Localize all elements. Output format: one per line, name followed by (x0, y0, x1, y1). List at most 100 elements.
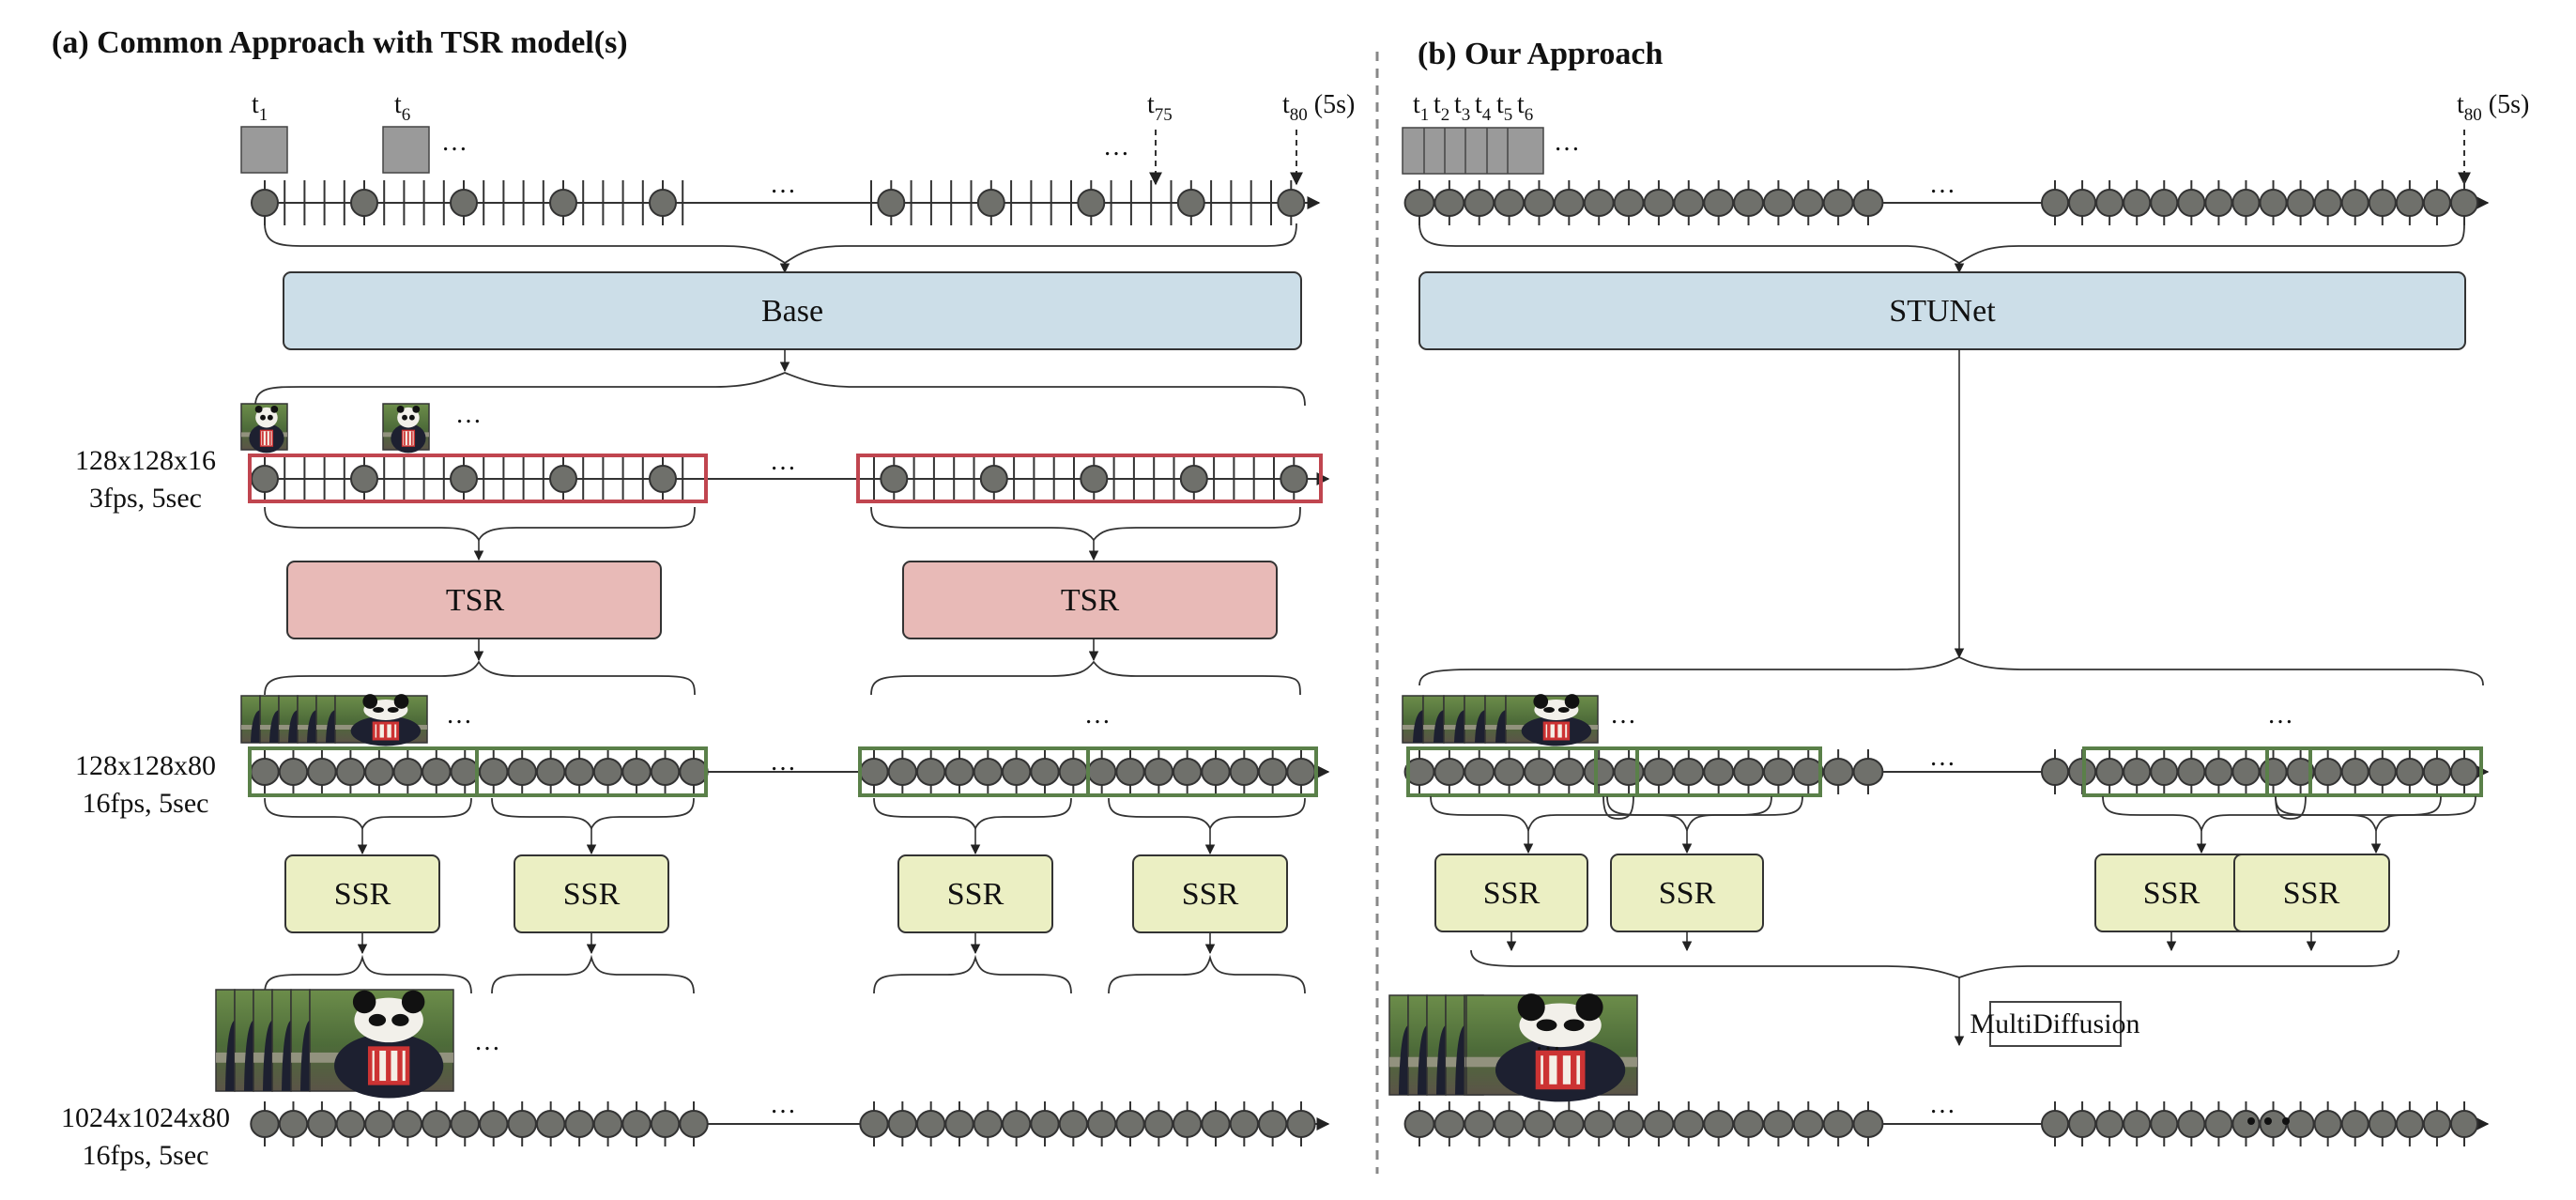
frame-node (2259, 1110, 2288, 1138)
popcorn-stripe (1571, 1054, 1577, 1085)
frame-node (535, 758, 566, 786)
panda-body-partial (1399, 1024, 1408, 1095)
frame-node (1403, 189, 1435, 217)
panda-body-partial (1495, 710, 1506, 743)
ssr-window-b-4 (2308, 746, 2483, 797)
frame-node (1583, 189, 1615, 217)
fence (1408, 1056, 1427, 1068)
panda-body-partial (1434, 710, 1444, 743)
frame-node (2286, 189, 2315, 217)
frame-node (2123, 758, 2152, 786)
ellipsis-timeline-top-right: … (1103, 132, 1129, 162)
frame-node (592, 1110, 623, 1138)
frame-node (564, 1110, 594, 1138)
ssr-label-b-2: SSR (1659, 876, 1716, 911)
ssr-box-a-4: SSR (1132, 854, 1288, 933)
frame-node (859, 1110, 889, 1138)
frame-node (1002, 758, 1032, 786)
brace-to-tsr-1 (264, 506, 696, 542)
frame-node (2368, 758, 2397, 786)
ellipsis-row2-frames-right: … (1084, 700, 1111, 730)
frame-node (1494, 1110, 1526, 1138)
ssr-label-b-1: SSR (1483, 876, 1541, 911)
frame-node (2422, 758, 2451, 786)
ellipsis-b-row2-frames: … (1610, 700, 1636, 730)
frame-node (1173, 758, 1203, 786)
panda-body-partial (251, 710, 260, 743)
frame-node (422, 1110, 452, 1138)
ellipsis-b-timeline-top: … (1929, 170, 1955, 199)
frame-node (2286, 1110, 2315, 1138)
frame-node (1030, 1110, 1060, 1138)
frame-node (450, 189, 478, 217)
ellipsis-b-row3-frames: … (1535, 1027, 1561, 1056)
panda-body-partial (1455, 1024, 1464, 1095)
base-model-box (283, 271, 1302, 350)
frame-node (2231, 1110, 2261, 1138)
popcorn-stripe (397, 1050, 403, 1082)
frame-node (2449, 1110, 2479, 1138)
frame-node (2150, 758, 2179, 786)
frame-node (1434, 189, 1465, 217)
frame-node (1434, 758, 1465, 786)
frame-node (2395, 189, 2424, 217)
frame-node (976, 189, 1005, 217)
frame-node (2422, 1110, 2451, 1138)
timeline-128x128x16 (251, 457, 1330, 500)
panda-ear (254, 405, 263, 413)
frame-node (251, 189, 279, 217)
popcorn-stripe (406, 431, 409, 446)
frame-node (1143, 758, 1174, 786)
timeline-b-row2 (1403, 749, 2490, 794)
popcorn-stripe (1554, 724, 1558, 738)
brace-to-ssr-b (2102, 795, 2442, 833)
brace-from-tsr-1 (264, 660, 696, 696)
time-label-t1: t1 (252, 90, 268, 125)
fence (1446, 1056, 1464, 1068)
frame-node (2123, 1110, 2152, 1138)
frame-node (1553, 189, 1585, 217)
row2-resolution: 128x128x80 (75, 750, 216, 781)
multidiffusion-label: MultiDiffusion (1970, 1008, 2139, 1039)
frame-node (251, 465, 279, 493)
tsr-box-2 (902, 561, 1278, 639)
frame-node (887, 758, 917, 786)
frame-node (535, 1110, 566, 1138)
panda-body-partial (300, 1020, 310, 1091)
frame-node (307, 758, 337, 786)
panda-body-partial (1475, 710, 1485, 743)
frame-node (2040, 758, 2070, 786)
frame-node (1733, 758, 1764, 786)
frame-node (979, 465, 1008, 493)
frame-node (549, 465, 577, 493)
frame-node (1434, 1110, 1465, 1138)
panda-body-partial (269, 710, 279, 743)
panda-body-partial (244, 1020, 253, 1091)
time-label-t75: t75 (1147, 90, 1173, 125)
frame-node (2204, 189, 2233, 217)
frame-node (1464, 758, 1495, 786)
frame-node (679, 758, 709, 786)
popcorn-stripe (410, 431, 413, 446)
frame-node (1524, 1110, 1555, 1138)
frame-node (2040, 189, 2070, 217)
row3-framerate: 16fps, 5sec (83, 1140, 209, 1171)
timeline-b-row3 (1403, 1101, 2490, 1146)
brace-to-base (264, 223, 1297, 265)
frame-node (2313, 189, 2342, 217)
ssr-braces-a (264, 797, 1306, 994)
ssr-box-a-1: SSR (284, 854, 440, 933)
popcorn-stripe (374, 1050, 380, 1082)
panda-eye (368, 1013, 387, 1026)
noise-frame-t6 (382, 126, 430, 174)
ssr-label-a-3: SSR (947, 877, 1004, 912)
frame-node (1201, 1110, 1231, 1138)
ssr-box-b-1: SSR (1434, 854, 1588, 932)
time-label-t80: t80 (5s) (1282, 90, 1355, 125)
fence (253, 1052, 272, 1063)
frame-node (2259, 189, 2288, 217)
ssr-box-b-2: SSR (1610, 854, 1764, 932)
frame-node (1087, 758, 1117, 786)
frame-node (335, 1110, 366, 1138)
frame-node (1643, 758, 1675, 786)
